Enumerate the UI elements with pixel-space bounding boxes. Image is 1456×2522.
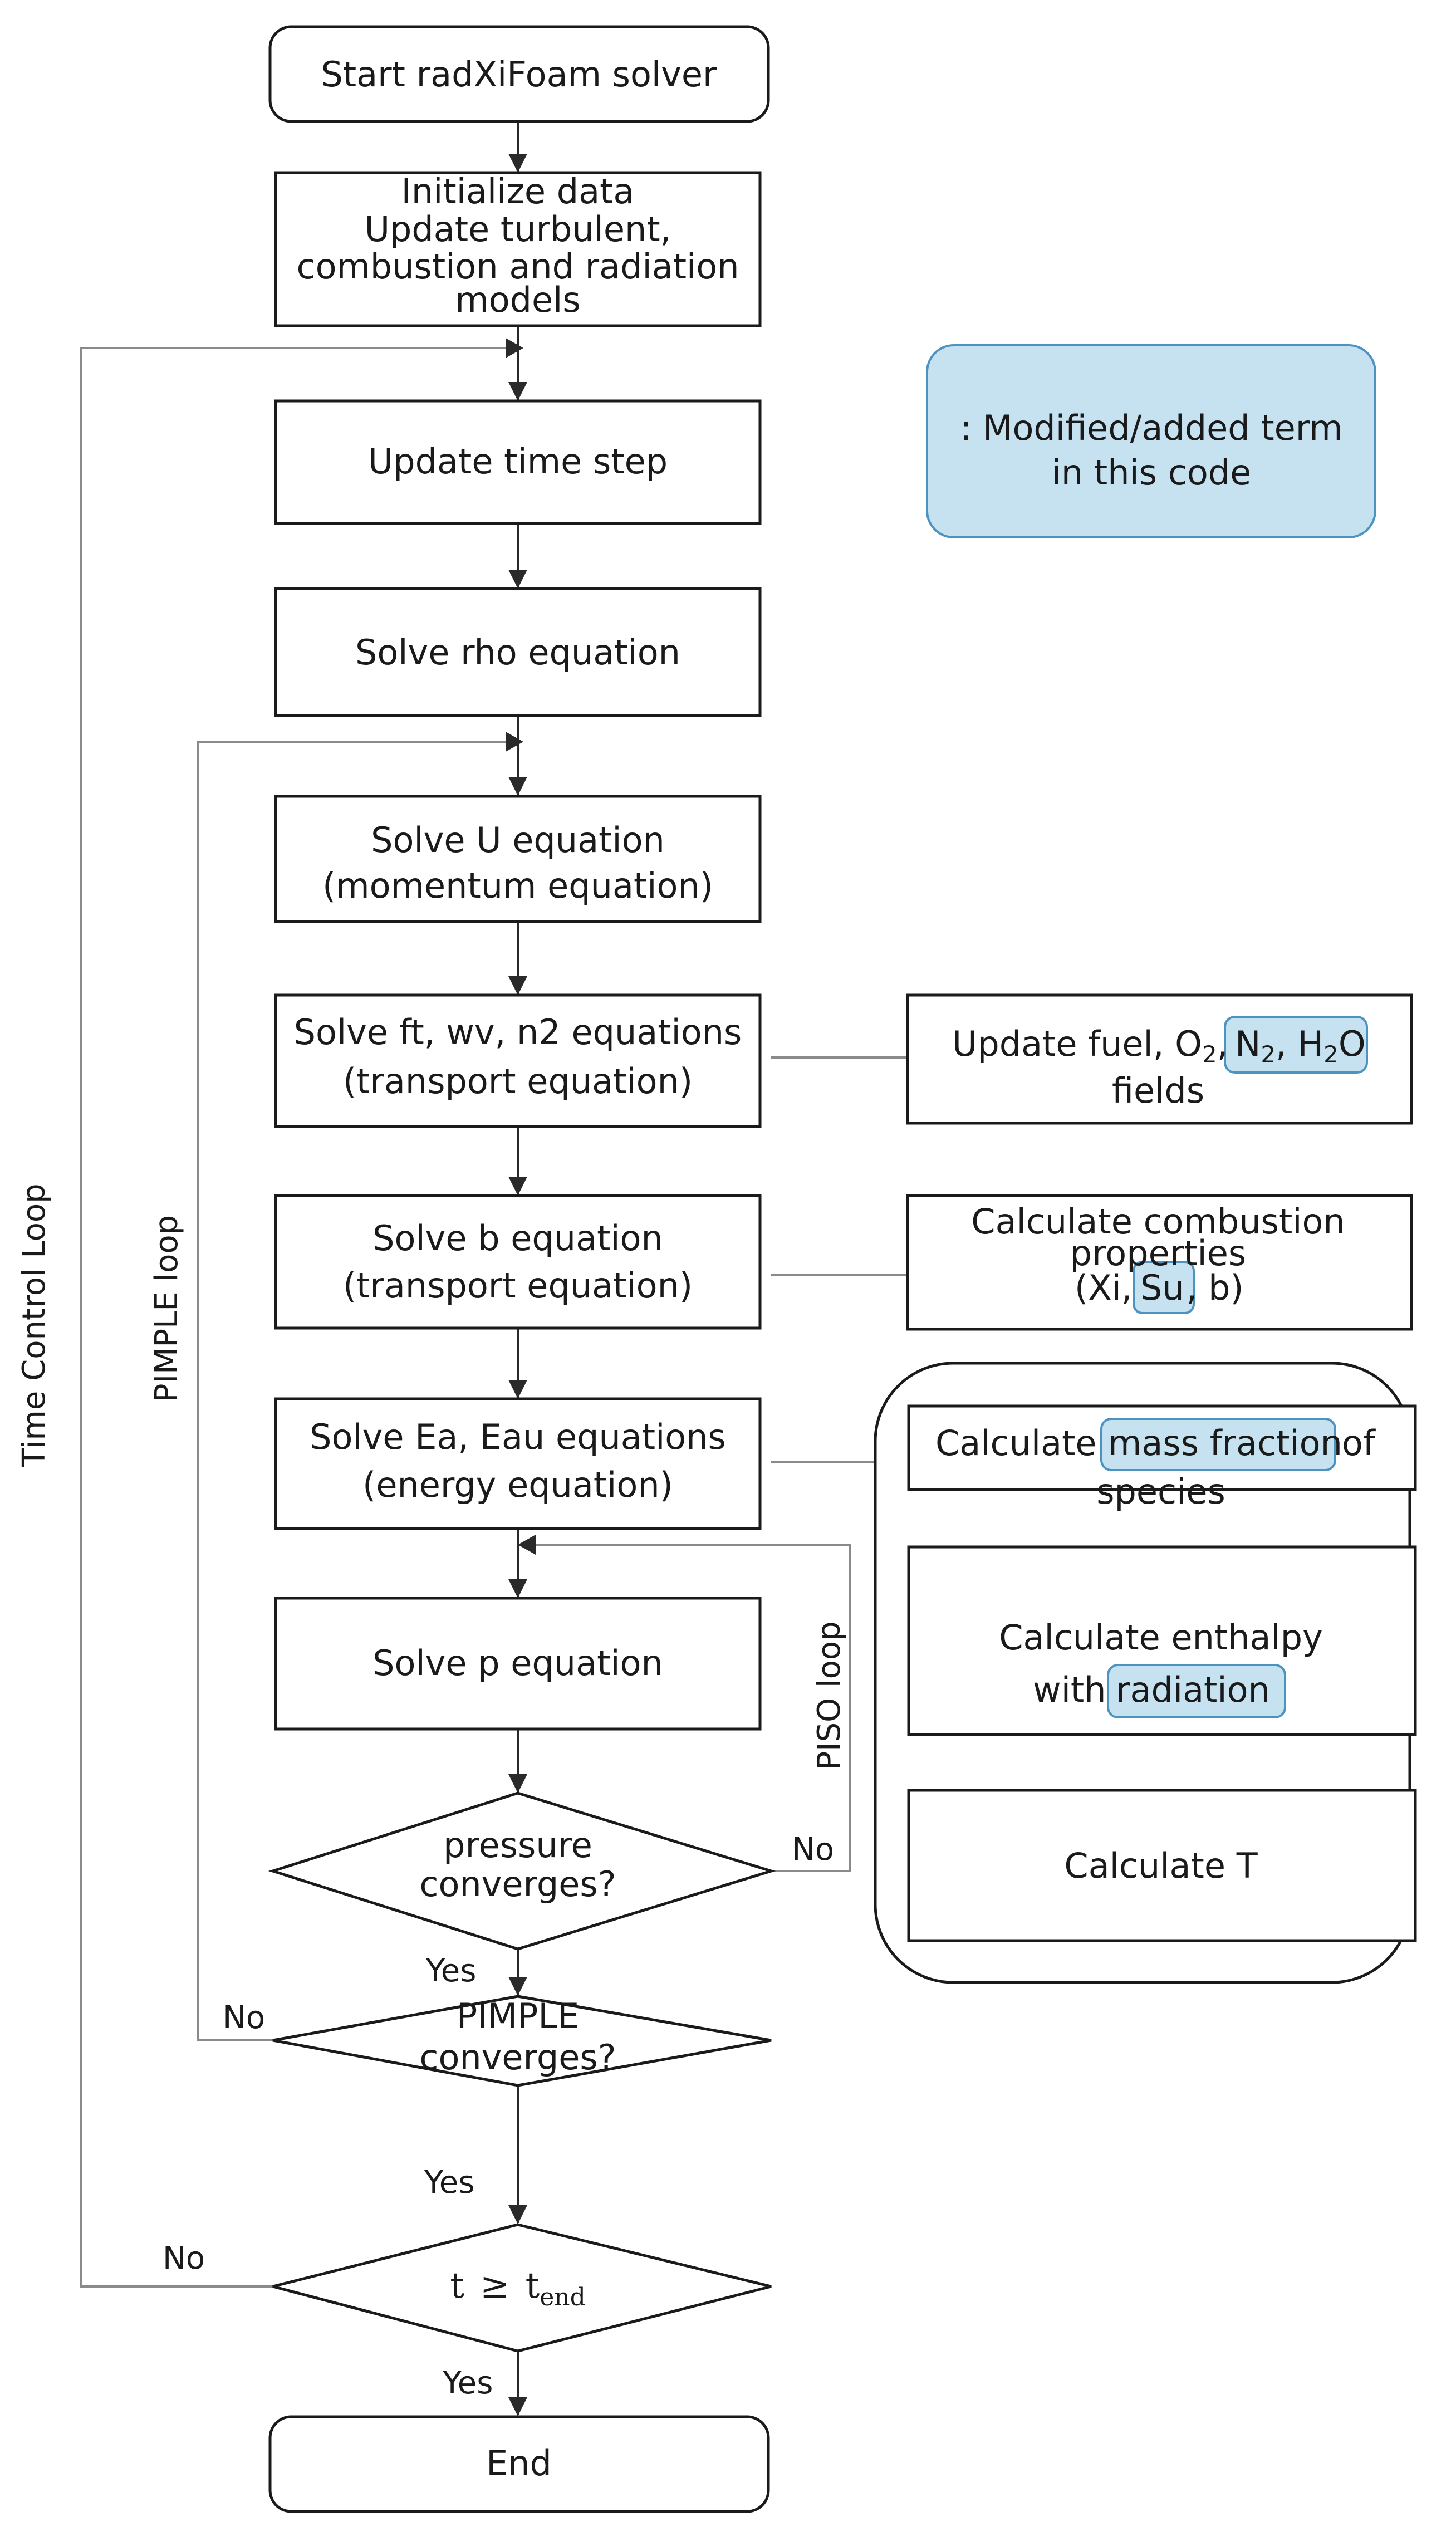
- solve-b-box: [274, 1194, 762, 1330]
- solve-p-box: [274, 1597, 762, 1731]
- end-label: End: [486, 2443, 552, 2484]
- update-time-step-label: Update time step: [368, 441, 668, 482]
- pimple-converges-decision: [272, 1995, 772, 2087]
- fields-pre: Update fuel, O: [952, 1024, 1202, 1064]
- time-control-loop-line: [80, 347, 507, 2288]
- solve-u-line-1: Solve U equation: [371, 820, 665, 860]
- legend-line-2: in this code: [1052, 452, 1252, 493]
- piso-loop-line: [535, 1544, 851, 1872]
- t-end-symbol: t: [526, 2265, 540, 2306]
- combustion-xi: (Xi,: [1075, 1267, 1133, 1308]
- fields-comma: ,: [1217, 1024, 1228, 1064]
- init-line-2: Update turbulent,: [365, 209, 671, 249]
- update-time-step-box: [274, 399, 762, 525]
- fields-h2o-sub: 2: [1323, 1041, 1339, 1068]
- solve-ft-line-1: Solve ft, wv, n2 equations: [294, 1012, 742, 1052]
- legend-line-1: : Modified/added term: [960, 408, 1342, 448]
- geq-symbol: ≥: [480, 2265, 510, 2306]
- fields-h2o-b: O: [1339, 1024, 1366, 1064]
- solve-rho-label: Solve rho equation: [355, 632, 680, 673]
- pimple-loop-line: [197, 741, 507, 2041]
- time-loop-arrowhead: [506, 338, 523, 358]
- solve-b-line-2: (transport equation): [343, 1265, 693, 1306]
- combustion-b: , b): [1187, 1267, 1244, 1308]
- start-label: Start radXiFoam solver: [321, 54, 717, 95]
- highlight-radiation: [1107, 1664, 1286, 1718]
- pressure-no-label: No: [792, 1831, 834, 1868]
- fields-n2: N: [1235, 1024, 1261, 1064]
- enthalpy-line-1: Calculate enthalpy: [999, 1617, 1323, 1658]
- highlight-n2-h2o: [1224, 1016, 1368, 1074]
- t-end-subscript: end: [540, 2283, 586, 2312]
- pimple-line-2: converges?: [419, 2037, 616, 2078]
- fields-h2o-a: , H: [1276, 1024, 1323, 1064]
- init-line-1: Initialize data: [401, 171, 635, 212]
- pimple-yes-label: Yes: [424, 2164, 474, 2201]
- pressure-line-1: pressure: [443, 1825, 592, 1865]
- pimple-loop-label: PIMPLE loop: [149, 1215, 185, 1402]
- mass-fraction-line-1: Calculate mass fractionof: [935, 1423, 1376, 1463]
- fields-o-sub: 2: [1202, 1041, 1217, 1068]
- calculate-t-box: [907, 1789, 1417, 1942]
- enthalpy-radiation: radiation: [1116, 1669, 1270, 1710]
- combustion-line-2: properties: [1070, 1233, 1246, 1274]
- mass-fraction-term: mass fraction: [1108, 1423, 1342, 1463]
- enthalpy-with: with: [1033, 1669, 1106, 1710]
- time-control-loop-label: Time Control Loop: [16, 1183, 52, 1467]
- solve-ft-box: [274, 993, 762, 1128]
- fields-n2-sub: 2: [1261, 1041, 1276, 1068]
- pimple-line-1: PIMPLE: [457, 1996, 579, 2036]
- solve-ft-line-2: (transport equation): [343, 1061, 693, 1101]
- update-fields-line-1: Update fuel, O2,N2, H2O: [952, 1024, 1366, 1068]
- pimple-no-label: No: [223, 2000, 265, 2036]
- highlight-mass-fraction: [1100, 1418, 1336, 1471]
- pressure-converges-decision: [268, 1791, 776, 1951]
- calculate-t-label: Calculate T: [1064, 1845, 1258, 1886]
- solve-ea-line-1: Solve Ea, Eau equations: [310, 1417, 726, 1457]
- pressure-line-2: converges?: [419, 1864, 616, 1904]
- time-end-condition: t≥tend: [450, 2265, 586, 2312]
- mass-of: of: [1342, 1423, 1376, 1463]
- t-symbol: t: [450, 2265, 464, 2306]
- solve-u-line-2: (momentum equation): [322, 865, 713, 906]
- end-terminal: [268, 2415, 770, 2513]
- update-fields-line-2: fields: [1112, 1070, 1204, 1111]
- init-line-3: combustion and radiation: [296, 246, 739, 287]
- solve-p-label: Solve p equation: [372, 1643, 663, 1683]
- solve-ea-line-2: (energy equation): [362, 1465, 673, 1505]
- solve-b-line-1: Solve b equation: [372, 1218, 663, 1258]
- mass-calc: Calculate: [935, 1423, 1097, 1463]
- solve-u-box: [274, 795, 762, 923]
- init-line-4: models: [455, 280, 580, 320]
- piso-loop-label: PISO loop: [811, 1621, 847, 1770]
- time-end-decision: [272, 2223, 772, 2353]
- time-yes-label: Yes: [442, 2365, 493, 2401]
- combustion-line-3: (Xi,Su, b): [1075, 1267, 1244, 1308]
- pressure-yes-label: Yes: [425, 1953, 476, 1989]
- time-no-label: No: [163, 2240, 205, 2276]
- initialize-box: [274, 171, 762, 327]
- piso-loop-arrowhead: [518, 1535, 536, 1555]
- mass-fraction-line-2: species: [1096, 1471, 1225, 1512]
- pimple-loop-arrowhead: [506, 732, 523, 752]
- legend-highlight-box: [926, 344, 1376, 538]
- solve-ea-box: [274, 1397, 762, 1530]
- highlight-su: [1133, 1261, 1195, 1314]
- start-terminal: [268, 25, 770, 123]
- solve-rho-box: [274, 587, 762, 717]
- combustion-line-1: Calculate combustion: [971, 1201, 1345, 1242]
- combustion-su: Su: [1140, 1267, 1184, 1308]
